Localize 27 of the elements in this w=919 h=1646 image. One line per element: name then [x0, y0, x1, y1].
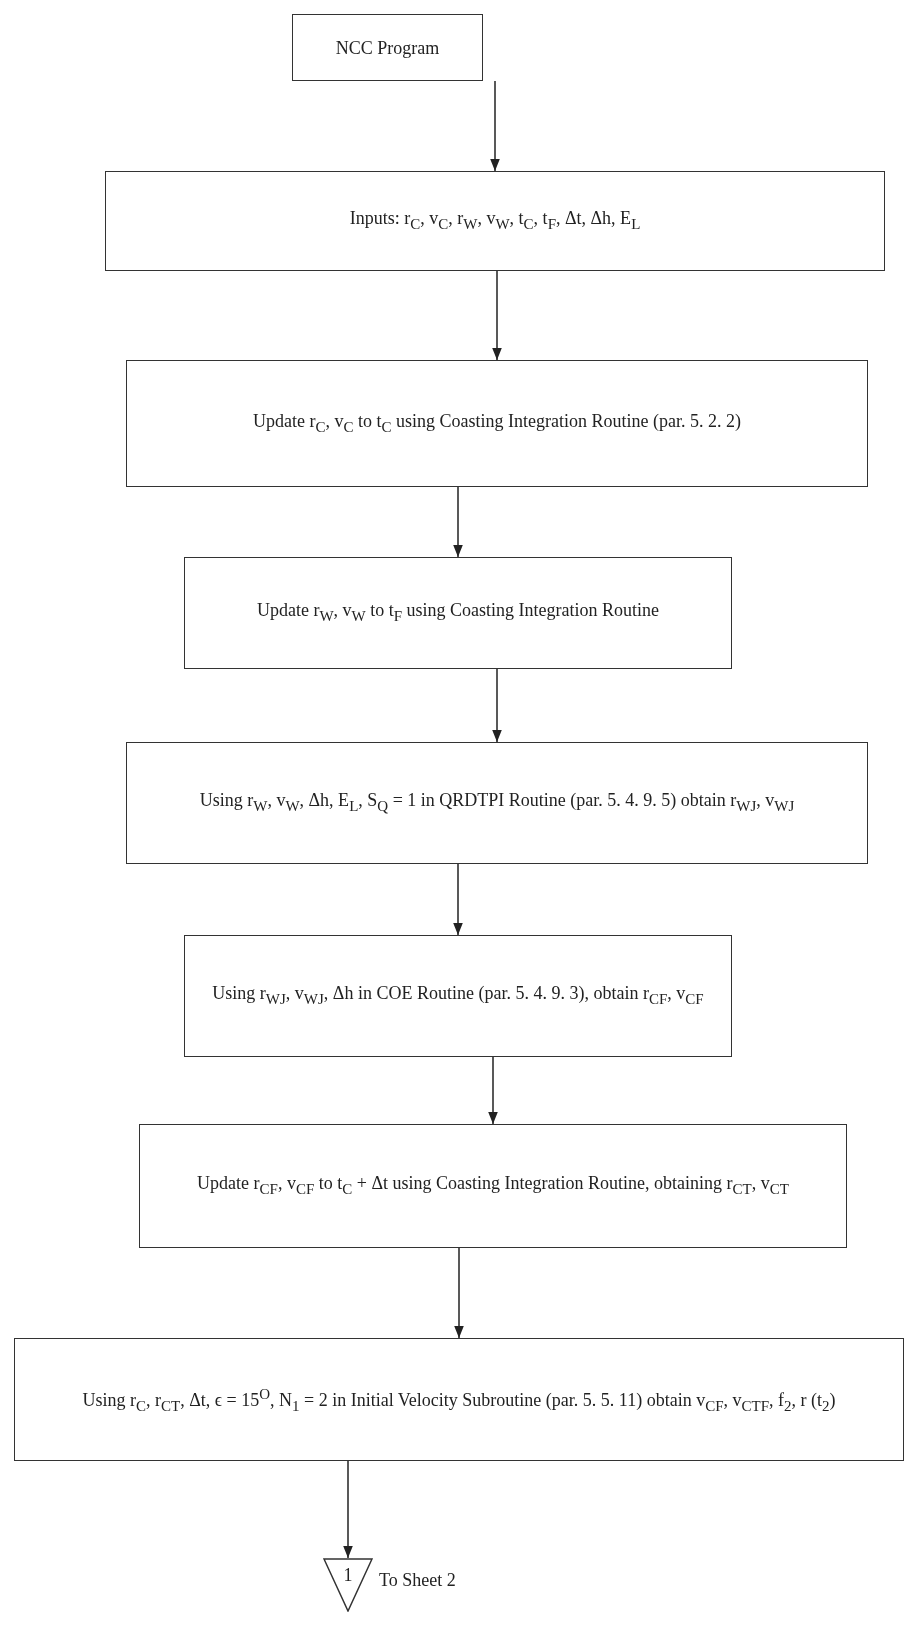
arrow: [492, 668, 502, 743]
process-box: [184, 557, 732, 669]
step-text: Using r$_{W}$, v$_{W}$, Δh, E$_{L}$, S$_{Q}$ = 1 in QRDTPI Routine (par. 5. 4. 9. 5) obtain r$_{WJ}$, v$_{WJ}$: [199, 789, 795, 816]
process-box: [14, 1338, 904, 1461]
step-text: Update r$_{W}$, v$_{W}$ to t$_{F}$ using Coasting Integration Routine: [256, 599, 660, 626]
process-box: [184, 935, 732, 1057]
arrow: [454, 1247, 464, 1339]
process-box: [126, 742, 868, 864]
connector-number: 1: [343, 1564, 353, 1586]
arrow: [453, 863, 463, 936]
process-box: [292, 14, 483, 81]
step-text: Update r$_{CF}$, v$_{CF}$ to t$_{C}$ + Δt using Coasting Integration Routine, obtaining r$_{CT}$, v$_{CT}$: [197, 1172, 789, 1199]
process-box: [126, 360, 868, 487]
off-page-connector-triangle: [323, 1558, 373, 1612]
process-box: [139, 1124, 847, 1248]
step-text: NCC Program: [335, 36, 440, 60]
arrow: [492, 270, 502, 361]
step-text: Inputs: r$_{C}$, v$_{C}$, r$_{W}$, v$_{W}$, t$_{C}$, t$_{F}$, Δt, Δh, E$_{L}$: [349, 207, 641, 234]
arrow: [488, 1056, 498, 1125]
arrow: [490, 80, 500, 172]
step-text: Update r$_{C}$, v$_{C}$ to t$_{C}$ using Coasting Integration Routine (par. 5. 2. 2): [253, 409, 741, 437]
process-box: [105, 171, 885, 271]
arrow: [343, 1460, 353, 1559]
step-text: Using r$_{C}$, r$_{CT}$, Δt, ϵ = 15$^{O}$, N$_{1}$ = 2 in Initial Velocity Subroutine (par. 5. 5. 11) obtain v$_{CF}$, v$_{CTF}$, f$_{2}$, r (t$_{2}$): [82, 1384, 836, 1416]
arrow: [453, 486, 463, 558]
step-text: Using r$_{WJ}$, v$_{WJ}$, Δh in COE Routine (par. 5. 4. 9. 3), obtain r$_{CF}$, v$_{CF}$: [212, 982, 704, 1009]
connector-caption: To Sheet 2: [379, 1570, 456, 1591]
